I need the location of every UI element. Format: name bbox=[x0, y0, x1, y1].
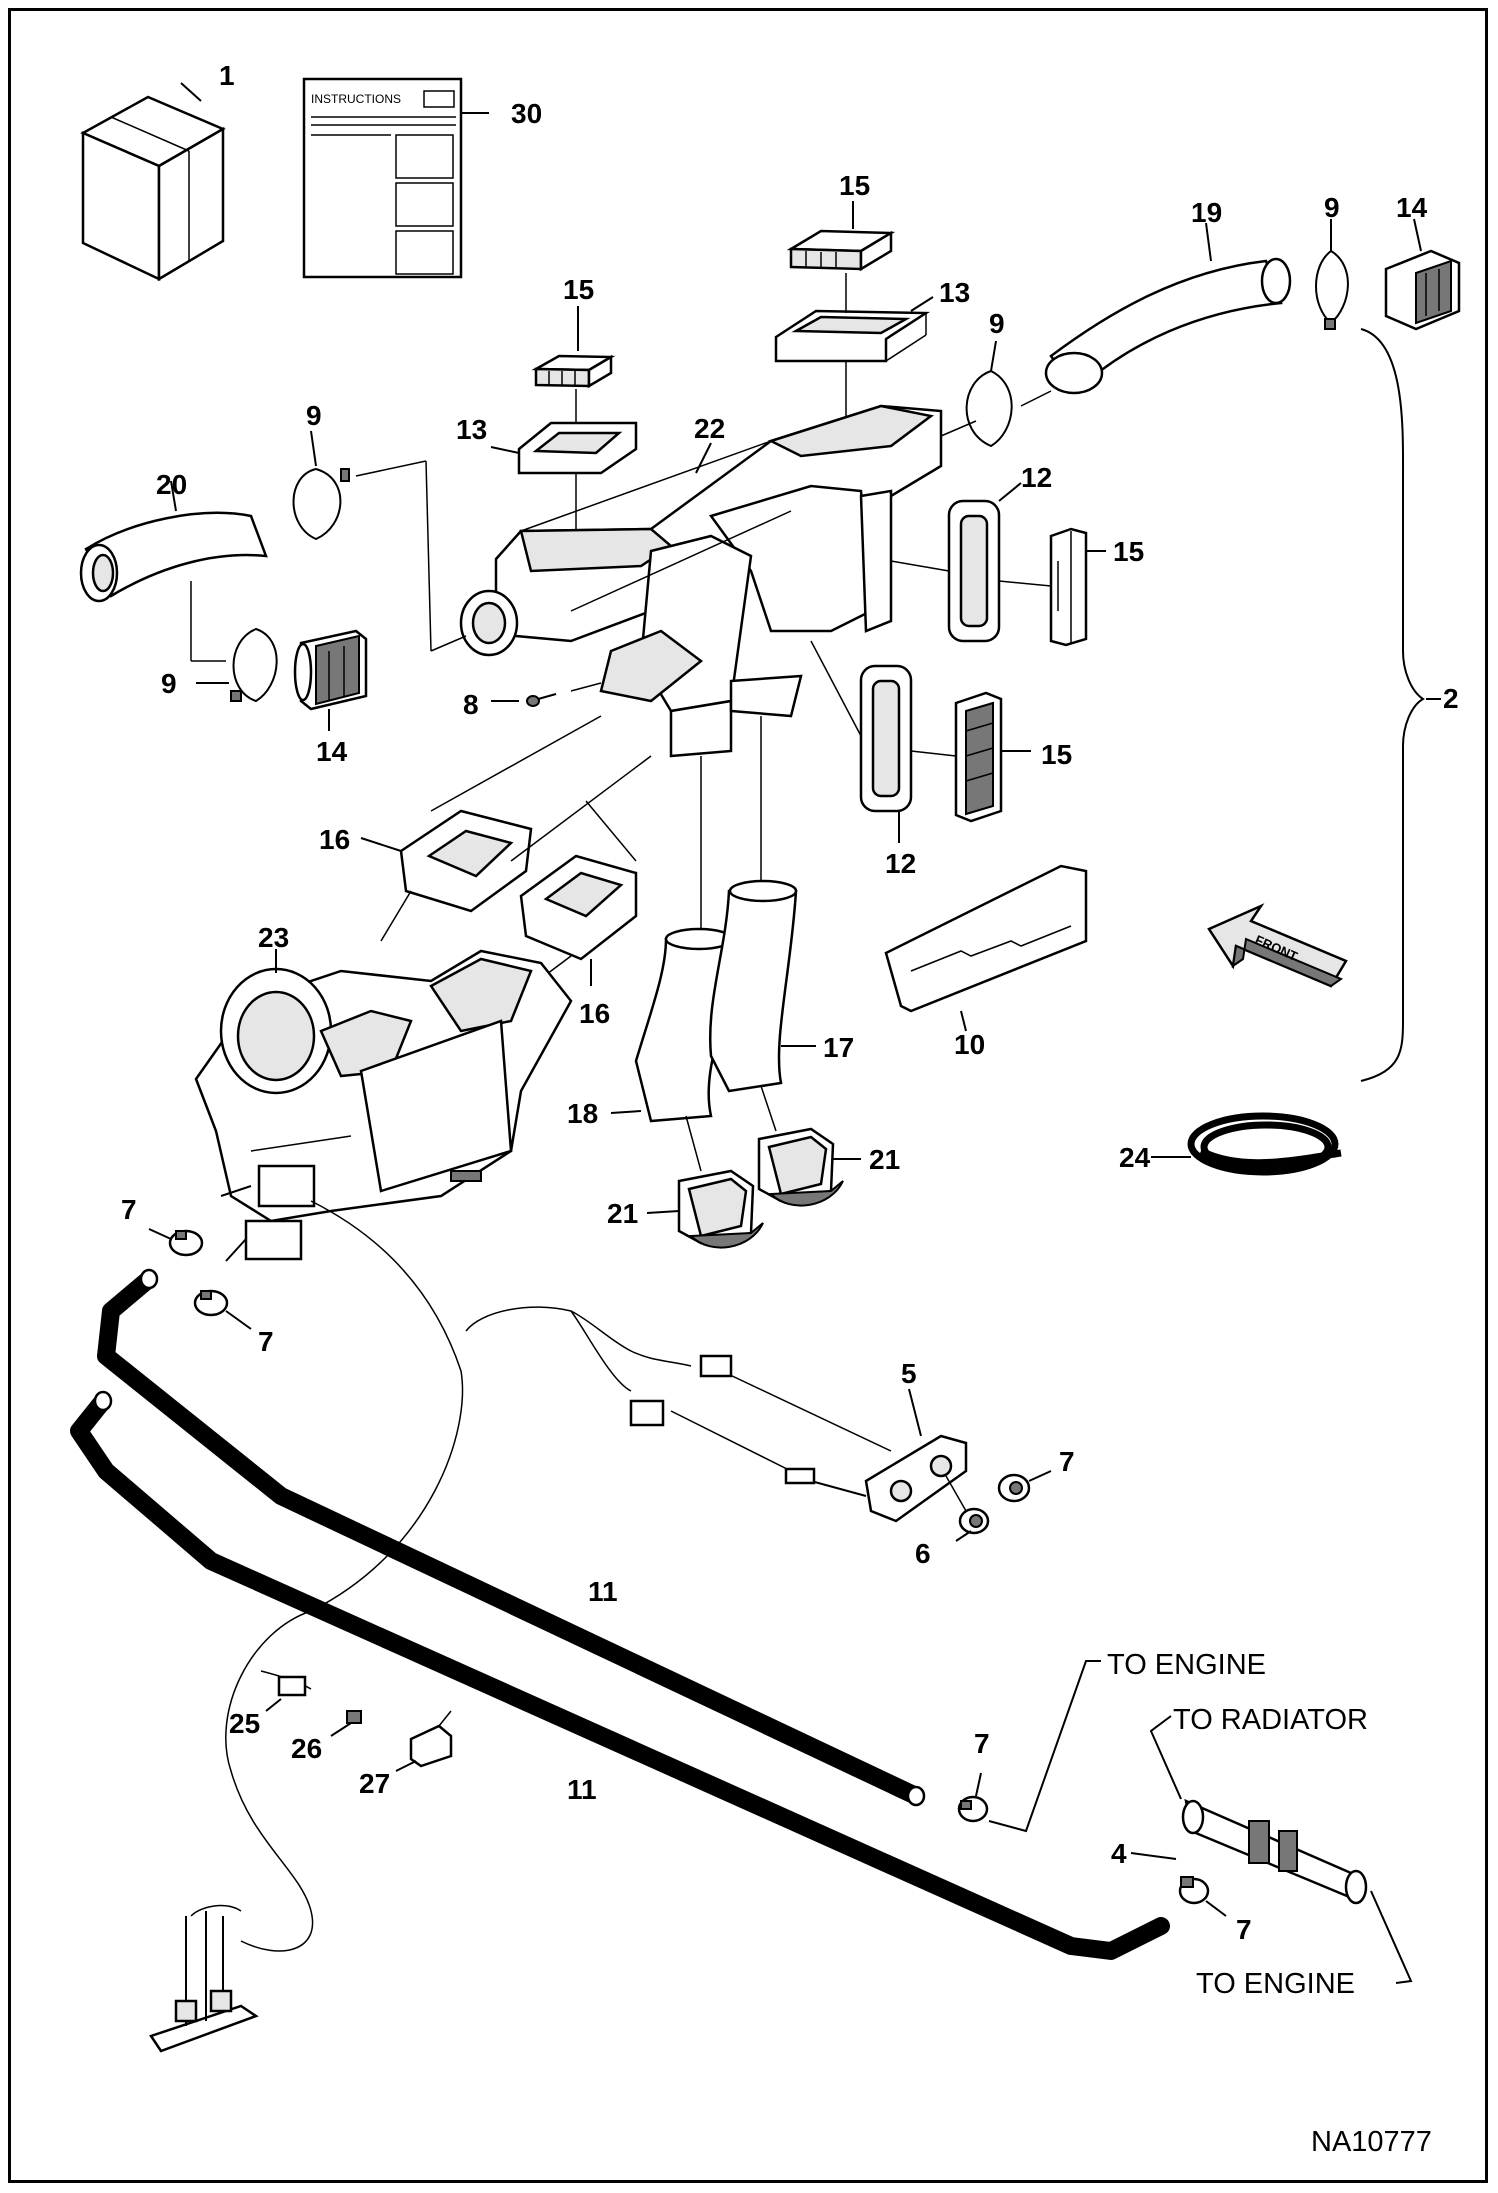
fuse-holder bbox=[277, 1675, 307, 1697]
gasket-right-upper bbox=[947, 499, 1001, 643]
callout-label: 18 bbox=[567, 1098, 598, 1129]
control-panel bbox=[784, 1434, 968, 1523]
callout-label: 30 bbox=[511, 98, 542, 129]
instructions-heading: INSTRUCTIONS bbox=[311, 92, 401, 106]
louver-right-lower bbox=[954, 691, 1003, 823]
hose-clamp-heater-lower bbox=[193, 1289, 229, 1317]
callout-label: 4 bbox=[1111, 1838, 1127, 1869]
fuse bbox=[346, 1710, 362, 1724]
clamp-upper-center bbox=[965, 369, 1013, 448]
relay bbox=[409, 1710, 453, 1768]
callout-label: 12 bbox=[1021, 462, 1052, 493]
callout-label: 9 bbox=[306, 400, 322, 431]
callout-label: 11 bbox=[588, 1576, 618, 1607]
gasket-left bbox=[517, 421, 638, 475]
callout-label: 9 bbox=[989, 308, 1005, 339]
connector-upper bbox=[699, 1354, 733, 1378]
callout-label: 20 bbox=[156, 469, 187, 500]
drawing-id: NA10777 bbox=[1311, 2126, 1432, 2158]
callout-label: 7 bbox=[258, 1326, 274, 1357]
to-engine-lower-label: TO ENGINE bbox=[1196, 1968, 1355, 2000]
callout-label: 26 bbox=[291, 1733, 322, 1764]
callout-label: 9 bbox=[161, 668, 177, 699]
callout-label: 7 bbox=[1236, 1914, 1252, 1945]
vent-upper-right bbox=[1384, 249, 1461, 331]
tee-fitting bbox=[1181, 1798, 1368, 1905]
part-box bbox=[80, 95, 226, 282]
drain-hose-coil bbox=[1187, 1112, 1342, 1176]
clamp-lower-left bbox=[230, 627, 278, 703]
clamp-upper-right bbox=[1315, 249, 1349, 330]
main-air-duct bbox=[459, 404, 943, 758]
to-engine-upper-label: TO ENGINE bbox=[1107, 1649, 1266, 1681]
callout-label: 15 bbox=[1113, 536, 1144, 567]
callout-label: 5 bbox=[901, 1358, 917, 1389]
callout-label: 22 bbox=[694, 413, 725, 444]
gasket-right-lower bbox=[859, 664, 913, 813]
callout-label: 11 bbox=[567, 1774, 597, 1805]
callout-label: 21 bbox=[869, 1144, 900, 1175]
callout-label: 13 bbox=[456, 414, 487, 445]
connector-lower bbox=[629, 1399, 665, 1427]
instructions-sheet: INSTRUCTIONS bbox=[302, 77, 463, 279]
callout-label: 27 bbox=[359, 1768, 390, 1799]
hose-left bbox=[79, 511, 268, 603]
callout-label: 10 bbox=[954, 1029, 985, 1060]
callout-label: 7 bbox=[121, 1194, 137, 1225]
callout-label: 23 bbox=[258, 922, 289, 953]
vent-lower-left bbox=[293, 629, 368, 711]
callout-label: 2 bbox=[1443, 683, 1459, 714]
callout-label: 14 bbox=[316, 736, 348, 767]
callout-label: 16 bbox=[579, 998, 610, 1029]
callout-label: 9 bbox=[1324, 192, 1340, 223]
clamp-upper-left bbox=[292, 467, 350, 541]
hose-clamp-heater-upper bbox=[168, 1229, 204, 1257]
floor-vent-left bbox=[677, 1169, 764, 1249]
screw bbox=[526, 693, 557, 707]
callout-label: 16 bbox=[319, 824, 350, 855]
callout-label: 15 bbox=[563, 274, 594, 305]
callout-label: 7 bbox=[974, 1728, 990, 1759]
callout-label: 14 bbox=[1396, 192, 1428, 223]
callout-labels: 1 30 15 13 19 9 14 15 13 9 22 9 20 12 15… bbox=[121, 60, 1459, 1945]
floor-duct-17 bbox=[709, 879, 798, 1093]
gasket-16-right bbox=[519, 854, 638, 961]
callout-label: 21 bbox=[607, 1198, 638, 1229]
callout-label: 24 bbox=[1119, 1142, 1151, 1173]
control-knob-center bbox=[958, 1507, 990, 1535]
gasket-top-center bbox=[774, 309, 931, 363]
callout-label: 25 bbox=[229, 1708, 260, 1739]
fan-switch-bracket bbox=[149, 1904, 259, 2053]
to-radiator-label: TO RADIATOR bbox=[1173, 1704, 1368, 1736]
floor-vent-right bbox=[757, 1127, 844, 1207]
heater-valve-fittings bbox=[220, 1164, 316, 1262]
louver-top-center bbox=[786, 229, 896, 272]
control-knob-right bbox=[997, 1473, 1031, 1503]
heater-hose-upper bbox=[97, 1268, 926, 1807]
callout-label: 15 bbox=[1041, 739, 1072, 770]
heater-hose-lower bbox=[70, 1390, 1170, 1960]
heater-box bbox=[194, 949, 573, 1223]
callout-label: 6 bbox=[915, 1538, 931, 1569]
callout-label: 13 bbox=[939, 277, 970, 308]
front-arrow-icon: FRONT bbox=[1207, 903, 1348, 988]
callout-label: 15 bbox=[839, 170, 870, 201]
callout-label: 19 bbox=[1191, 197, 1222, 228]
exploded-parts-diagram: INSTRUCTIONS bbox=[70, 60, 1461, 2158]
louver-upper-left bbox=[531, 354, 616, 389]
wiring-harness bbox=[225, 1200, 892, 1952]
hose-clamp-engine-upper bbox=[957, 1795, 989, 1823]
hose-clamp-tee bbox=[1178, 1876, 1210, 1905]
hose-upper-right bbox=[1044, 257, 1292, 395]
diagram-frame: INSTRUCTIONS bbox=[8, 8, 1488, 2183]
callout-label: 1 bbox=[219, 60, 235, 91]
callout-label: 12 bbox=[885, 848, 916, 879]
callout-label: 8 bbox=[463, 689, 479, 720]
gasket-16-left bbox=[399, 809, 533, 913]
callout-label: 7 bbox=[1059, 1446, 1075, 1477]
trim-panel bbox=[884, 864, 1088, 1013]
callout-label: 17 bbox=[823, 1032, 854, 1063]
louver-right-upper bbox=[1049, 527, 1088, 647]
